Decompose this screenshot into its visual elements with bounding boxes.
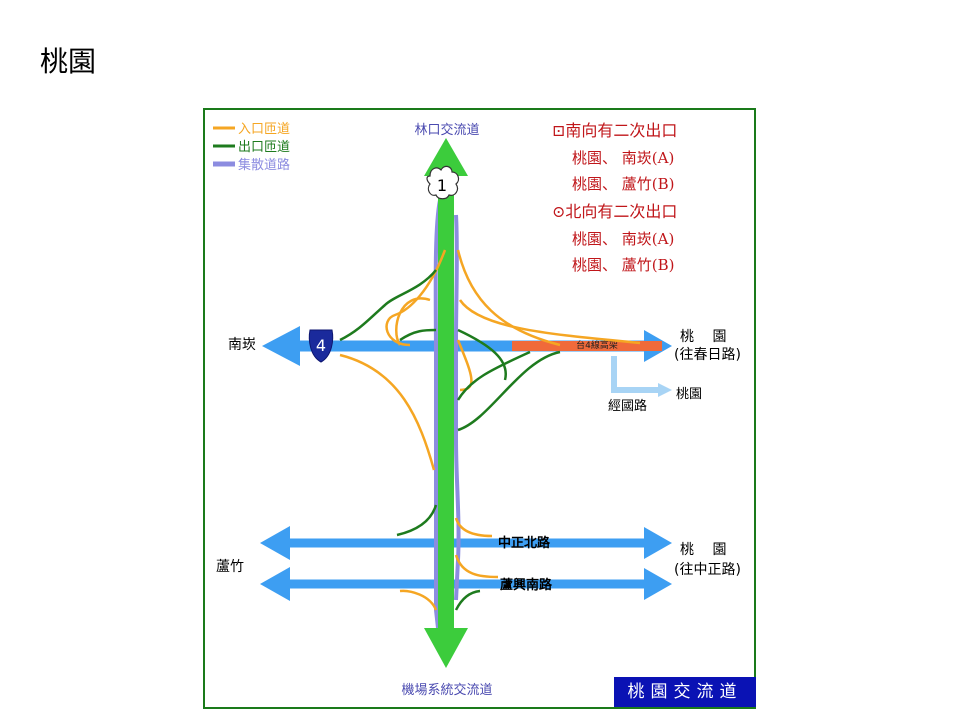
west-top-label: 南崁: [228, 337, 256, 353]
legend-exit-label: 出口匝道: [238, 140, 290, 155]
road4-west-arrow: [262, 326, 300, 366]
luxing-south-road-label: 蘆興南路: [500, 577, 553, 593]
entrance-ramps: [339, 249, 641, 611]
road1-east-arrow: [644, 527, 672, 559]
note-north-a: 桃園、 南崁(A): [572, 230, 674, 248]
provincial-4-shield: 4: [308, 329, 334, 363]
east-mid-label-2: (往中正路): [674, 562, 741, 578]
legend: 入口匝道 出口匝道 集散道路: [213, 122, 290, 173]
note-south-header: ⊡南向有二次出口: [552, 121, 677, 140]
road2-west-arrow: [260, 567, 290, 601]
note-north-b: 桃園、 蘆竹(B): [572, 256, 675, 274]
freeway-1-shield-number: 1: [437, 176, 447, 195]
elevated-segment: [512, 341, 662, 351]
interchange-name-badge: 桃園交流道: [614, 677, 756, 707]
jingguo-arrow: [658, 383, 672, 397]
page-title: 桃園: [40, 45, 97, 78]
diagram-frame: [203, 108, 756, 709]
provincial-4-shield-number: 4: [316, 336, 326, 355]
elevated-label: 台4線高架: [576, 339, 618, 351]
freeway-north-arrow: [424, 138, 468, 176]
jingguo-road-branch: [611, 356, 662, 393]
freeway-south-arrow: [424, 628, 468, 668]
road2-east-arrow: [644, 568, 672, 600]
freeway-1: [424, 138, 468, 668]
collector-roads: [433, 199, 461, 629]
south-end-label: 機場系統交流道: [401, 682, 492, 698]
east-top-label-2: (往春日路): [674, 347, 741, 363]
zhongzheng-north-road: [260, 526, 672, 560]
luxing-south-road: [260, 567, 672, 601]
exit-notes: ⊡南向有二次出口 桃園、 南崁(A) 桃園、 蘆竹(B) ⊙北向有二次出口 桃園…: [552, 121, 677, 274]
north-end-label: 林口交流道: [414, 122, 479, 138]
west-bottom-label: 蘆竹: [216, 559, 244, 575]
exit-ramps: [339, 269, 561, 611]
jingguo-dest-label: 桃園: [676, 387, 702, 402]
zhongzheng-north-road-label: 中正北路: [498, 535, 551, 551]
road1-west-arrow: [260, 526, 290, 560]
east-top-label-1: 桃 園: [680, 329, 726, 345]
note-south-a: 桃園、 南崁(A): [572, 149, 674, 167]
freeway-1-shield: 1: [426, 165, 460, 200]
note-north-header: ⊙北向有二次出口: [552, 202, 677, 221]
jingguo-road-label: 經國路: [608, 398, 647, 414]
legend-collector-label: 集散道路: [238, 157, 290, 173]
legend-entrance-label: 入口匝道: [238, 122, 290, 137]
east-mid-label-1: 桃 園: [680, 542, 726, 558]
note-south-b: 桃園、 蘆竹(B): [572, 175, 675, 193]
